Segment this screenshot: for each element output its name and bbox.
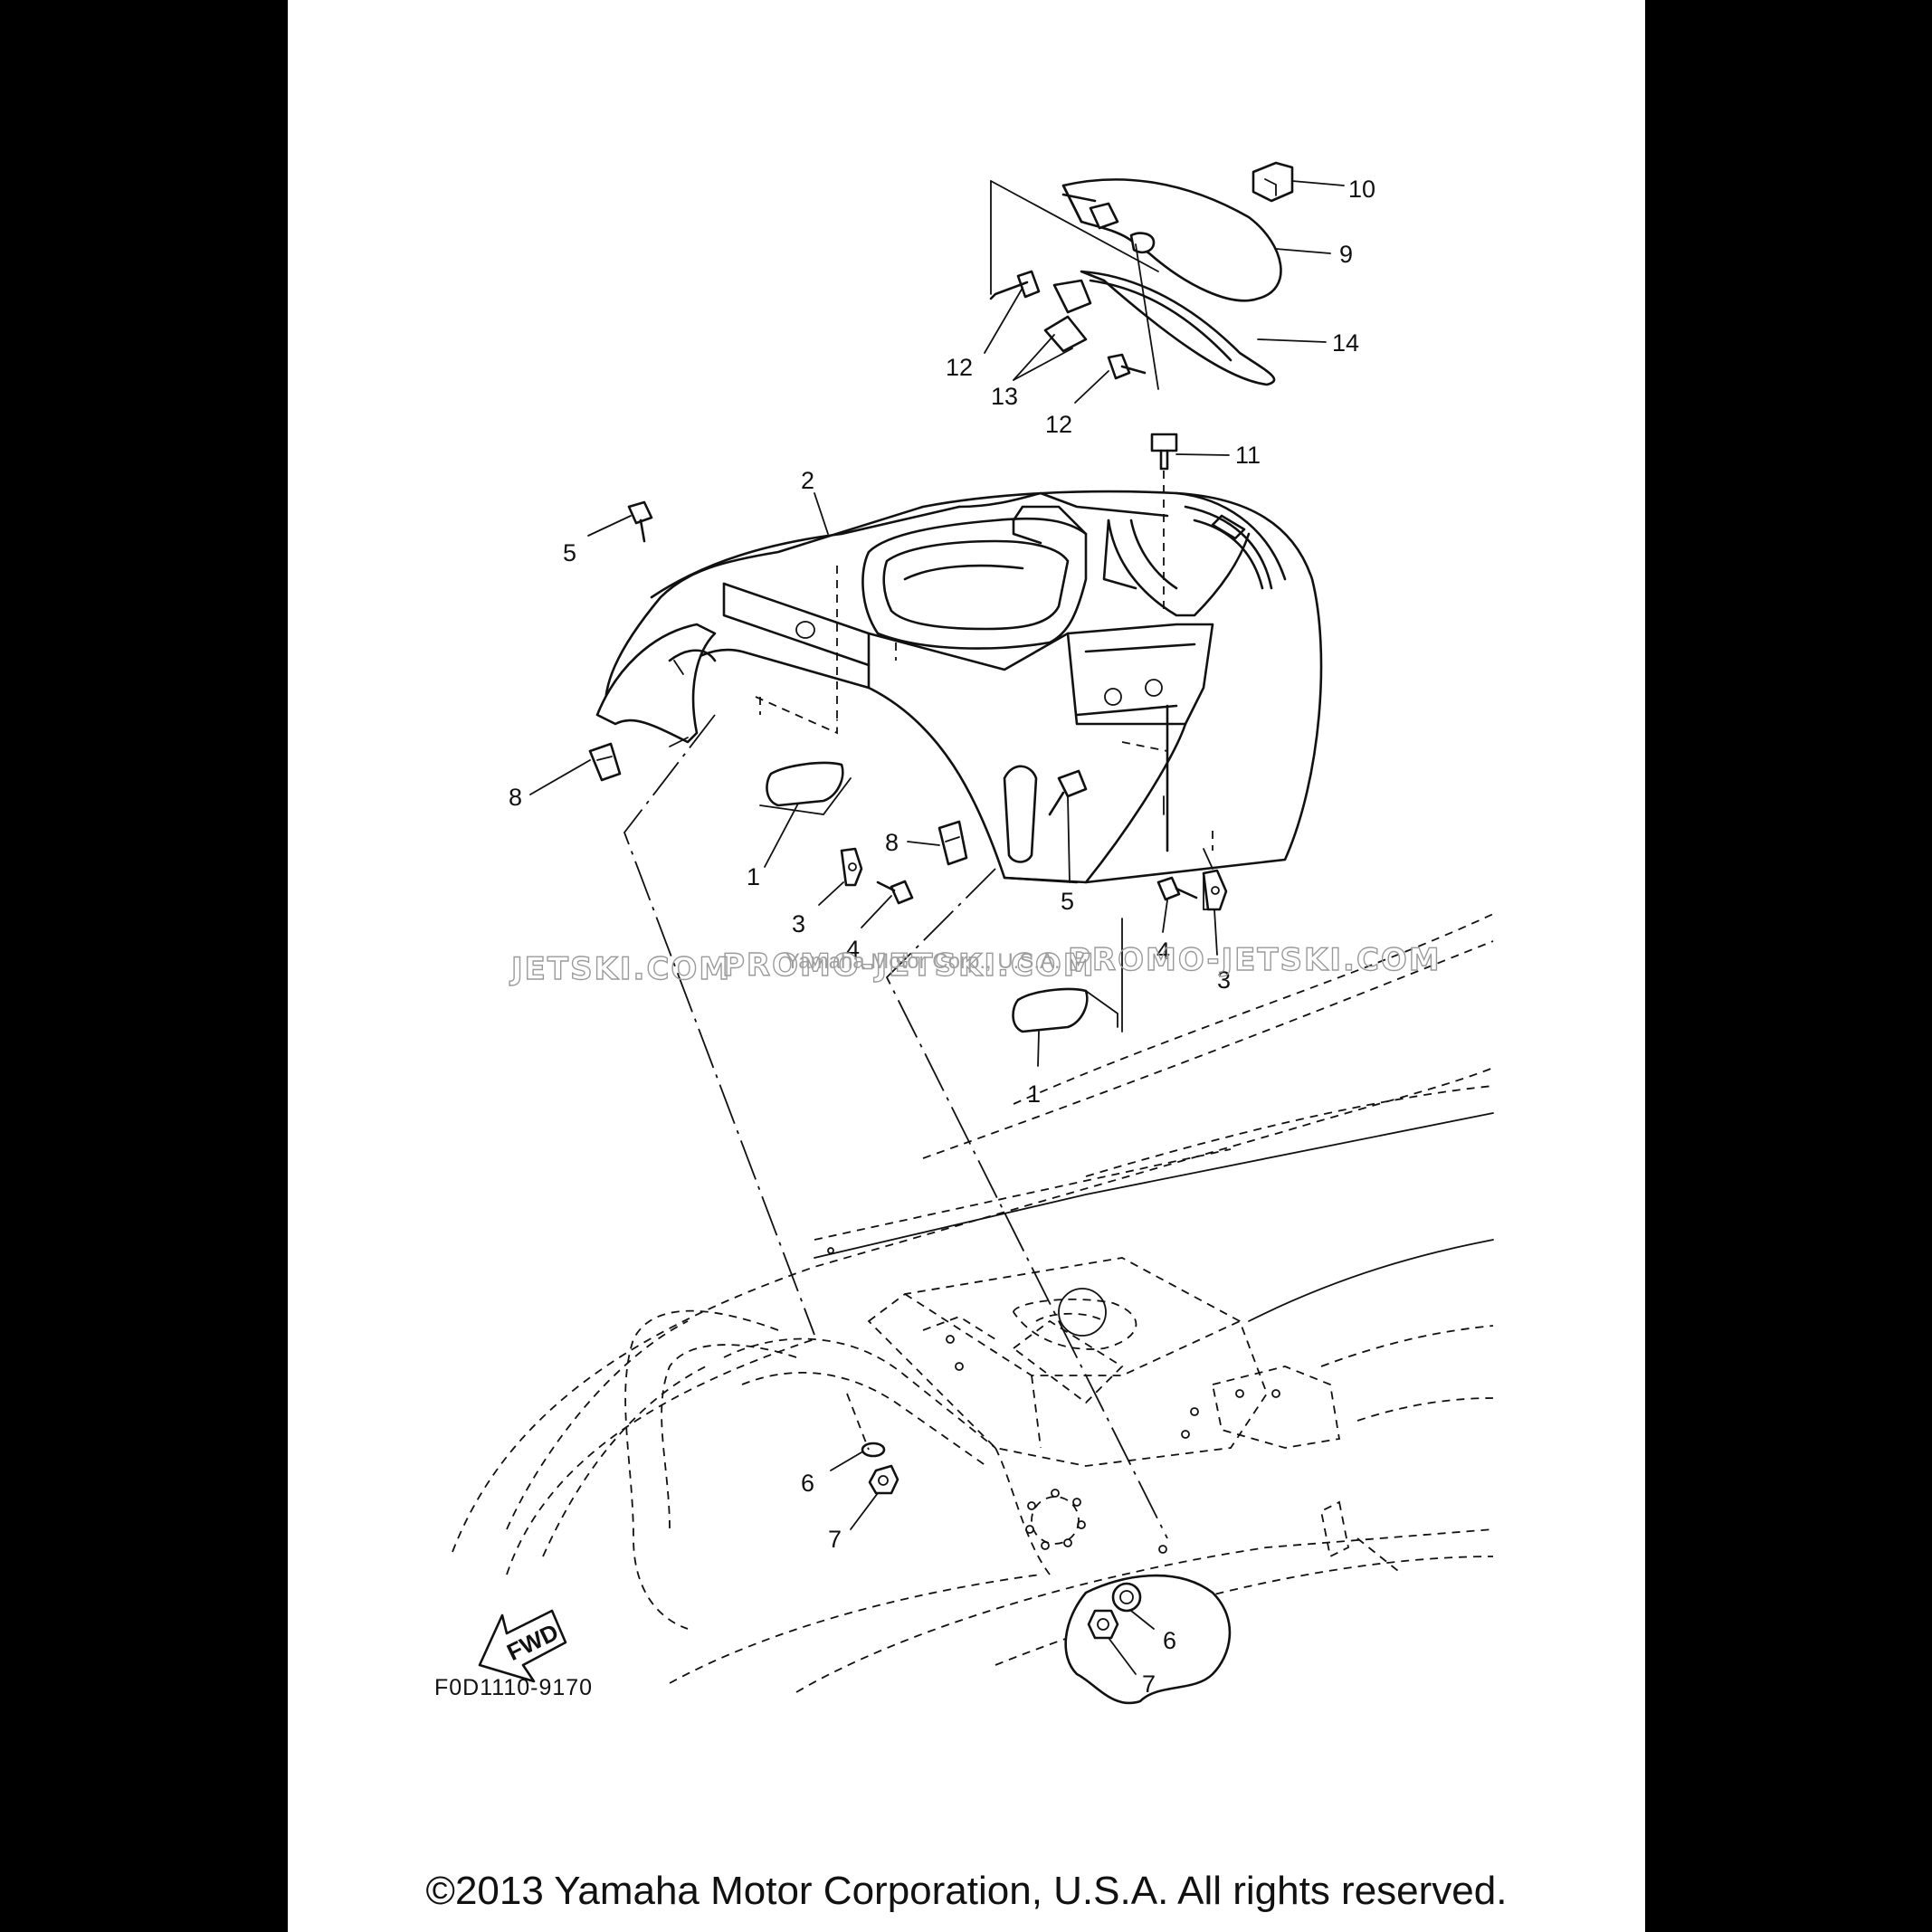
part-14-seal [1080,270,1276,386]
callout-3a: 3 [792,910,805,937]
hull-deck [452,913,1494,1705]
copyright-notice: ©2013 Yamaha Motor Corporation, U.S.A. A… [425,1869,1508,1913]
part-8-clip-right [937,820,968,866]
part-3-bracket-right [1202,869,1228,911]
part-13-clip-b [1043,315,1088,353]
callout-7a: 7 [828,1526,842,1553]
part-6-washer [861,1442,886,1458]
part-9-lid [1061,178,1282,302]
part-10-cap [1252,161,1294,203]
callout-6b: 6 [1163,1627,1176,1654]
part-5-bolt-left [627,500,653,543]
fwd-arrow: FWD [478,1609,567,1683]
part-4-bolt-left [876,880,914,905]
callout-12b: 12 [1045,411,1072,438]
callout-14: 14 [1332,329,1359,357]
callout-6a: 6 [801,1470,814,1497]
watermarks: JETSKI.COM PROMO-JETSKI.COM PROMO-JETSKI… [509,941,1442,987]
callout-9: 9 [1339,241,1353,268]
part-1-pad-lower [1012,987,1118,1033]
callout-12a: 12 [946,354,973,381]
callout-numbers: 1 1 2 3 3 4 4 5 5 6 6 7 7 8 8 9 10 11 12… [509,176,1375,1698]
watermark-jetski: JETSKI.COM [509,951,731,987]
part-3-bracket-left [840,847,863,887]
part-8-clip-left [588,742,622,782]
callout-5a: 5 [563,539,576,566]
callout-4a: 4 [846,936,860,963]
watermark-yamaha: Yamaha Motor Corp., U.S.A. [785,949,1061,974]
callout-2: 2 [801,467,814,494]
callout-7b: 7 [1142,1670,1156,1698]
callout-11: 11 [1235,442,1261,469]
part-13-clip-a [1052,279,1092,314]
part-5-bolt-right [1048,769,1088,816]
watermark-promo-b: PROMO-JETSKI.COM [1068,942,1442,978]
deck-cover-part-2 [595,490,1323,884]
diagram-sheet [288,0,1645,1932]
part-12-pin-b [1107,353,1147,380]
callout-8b: 8 [885,829,899,856]
part-4-bolt-right [1156,876,1198,901]
callout-10: 10 [1348,176,1375,203]
assembly-lines [623,714,1213,1539]
callout-8a: 8 [509,784,522,811]
callout-13: 13 [991,383,1018,410]
part-11-plug [1150,433,1178,615]
callout-3b: 3 [1217,966,1231,994]
callout-4b: 4 [1156,937,1170,965]
part-12-pin-a [989,270,1041,300]
callout-5b: 5 [1061,888,1074,915]
watermark-promo-a: PROMO-JETSKI.COM [722,947,1096,984]
callout-1a: 1 [747,863,760,890]
part-1-pad-upper [755,696,844,807]
diagram-code: F0D1110-9170 [434,1675,593,1700]
part-7-nut [868,1464,899,1495]
leader-lines [529,180,1345,1675]
callout-1b: 1 [1027,1080,1041,1108]
